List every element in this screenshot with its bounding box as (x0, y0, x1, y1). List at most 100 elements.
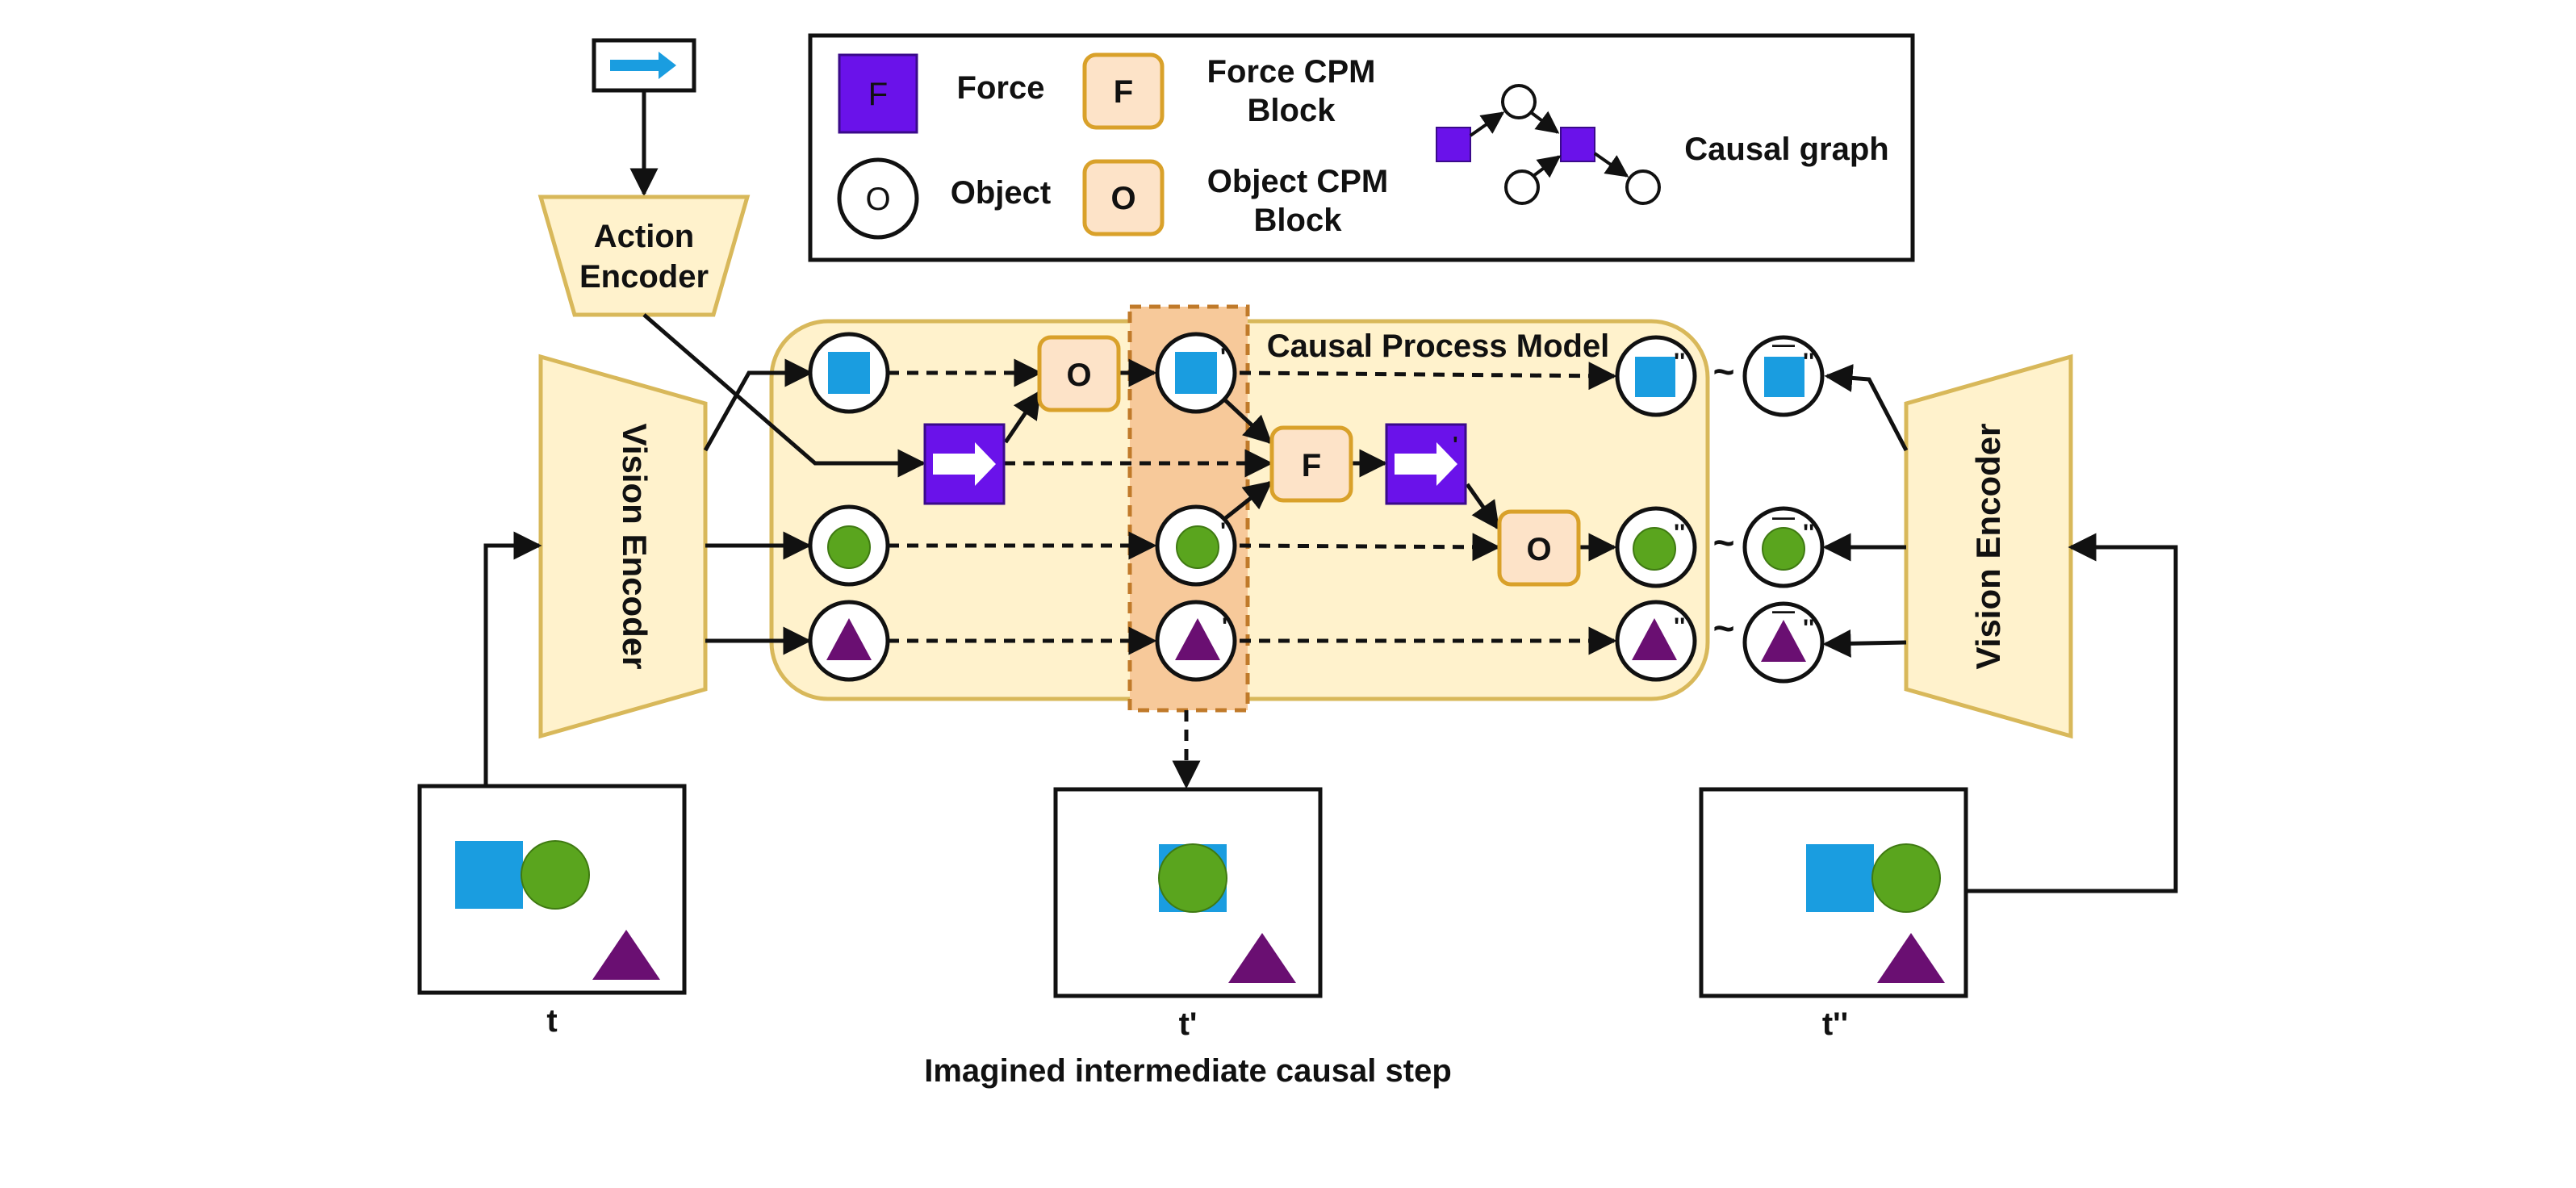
target-circle-dprime-mark: '' (1803, 520, 1814, 546)
graph-force-node-1 (1436, 127, 1471, 162)
vision-encoder-right-label: Vision Encoder (1969, 424, 2007, 670)
blue-square-icon (1635, 357, 1675, 397)
legend-object-cpm-label-1: Object CPM (1207, 164, 1388, 199)
circle-prime-mark: ' (1220, 518, 1226, 545)
frame-tdprime-to-encoder-arrow (1966, 533, 2178, 893)
target-square-dprime-mark: '' (1803, 349, 1814, 375)
graph-object-node-2 (1504, 169, 1540, 205)
force-to-object-cpm-arrow (1003, 390, 1042, 444)
frame-t-to-encoder-arrow (483, 531, 542, 786)
purple-triangle-icon (1632, 618, 1677, 660)
object-cpm-block-1-label: O (1066, 358, 1091, 393)
force-node-t (923, 423, 1006, 505)
frame-tdprime (1699, 787, 1968, 998)
target-square (1742, 335, 1825, 417)
encoder-to-target-triangle-arrow (1822, 629, 1907, 658)
blue-square-icon (1175, 352, 1217, 394)
purple-triangle-icon (826, 618, 872, 660)
green-circle-icon (1762, 527, 1805, 571)
legend-force-cpm-label-1: Force CPM (1207, 54, 1376, 90)
green-circle-icon (521, 840, 590, 910)
slot-square-tdprime (1615, 335, 1697, 417)
legend-causal-graph-label: Causal graph (1684, 132, 1888, 167)
green-circle-icon (827, 525, 871, 569)
square-prime-to-square-dprime-dashed (1239, 362, 1617, 391)
vision-encoder-right (1904, 353, 2073, 739)
force-prime-mark: ' (1453, 432, 1458, 457)
graph-edge (1532, 155, 1562, 178)
target-circle (1742, 506, 1825, 588)
action-encoder-label-1: Action (594, 219, 694, 254)
tilde-triangle: ~ (1713, 607, 1735, 649)
force-cpm-block (1269, 425, 1353, 503)
legend-object-cpm-glyph: O (1110, 181, 1135, 216)
slot-triangle-tdprime (1615, 600, 1697, 682)
green-circle-icon (1158, 843, 1227, 913)
slot-circle-tdprime (1615, 506, 1697, 588)
causal-process-model-label: Causal Process Model (1267, 328, 1610, 364)
legend-force-icon (838, 53, 918, 134)
legend-object-label: Object (951, 175, 1051, 211)
square-prime-mark: ' (1220, 344, 1226, 370)
purple-triangle-icon (1877, 933, 1945, 983)
force-cpm-block-label: F (1302, 448, 1321, 483)
frame-caption: Imagined intermediate causal step (924, 1053, 1452, 1089)
force-node-tprime (1385, 423, 1467, 505)
graph-edge (1593, 152, 1629, 178)
purple-triangle-icon (1175, 618, 1220, 660)
legend-object-cpm-label-2: Block (1254, 203, 1343, 238)
green-circle-icon (1633, 527, 1676, 571)
triangle-dprime-mark: '' (1674, 613, 1685, 640)
dashed-arrows (888, 358, 1617, 789)
slot-square-tprime (1155, 332, 1237, 414)
purple-triangle-icon (592, 930, 660, 980)
force-prime-to-object-cpm-arrow (1465, 483, 1500, 530)
vision-encoder-left-label: Vision Encoder (616, 424, 654, 670)
green-circle-icon (1871, 843, 1941, 913)
slot-triangle-tprime (1155, 600, 1237, 682)
slot-square-t (808, 332, 890, 414)
vision-encoder-left (538, 353, 708, 739)
square-dprime-mark: '' (1674, 349, 1685, 375)
legend-box (808, 33, 1915, 262)
frame-tdprime-label: t'' (1822, 1006, 1848, 1042)
circle-dprime-mark: '' (1674, 520, 1685, 546)
legend-force-glyph: F (868, 77, 888, 112)
legend-force-cpm-icon (1082, 52, 1165, 130)
green-circle-icon (1176, 525, 1219, 569)
object-cpm-block-1 (1037, 335, 1121, 412)
square-prime-to-force-cpm-arrow (1220, 395, 1273, 445)
action-arrow-icon (610, 52, 676, 79)
slot-triangle-t (808, 600, 890, 682)
circle-prime-to-force-cpm-arrow (1222, 480, 1273, 521)
action-encoder-label-2: Encoder (579, 259, 709, 295)
legend-object-cpm-icon (1082, 159, 1165, 236)
legend-object-glyph: O (865, 182, 890, 217)
graph-edge (1469, 111, 1505, 137)
graph-object-node-3 (1625, 169, 1661, 205)
object-cpm-block-2 (1497, 509, 1581, 587)
target-triangle-bar: — (1772, 598, 1795, 623)
force-arrow-icon (1395, 442, 1457, 486)
tilde-square: ~ (1713, 350, 1735, 392)
legend-object-icon (837, 157, 919, 240)
slot-circle-t (808, 504, 890, 587)
frame-t (417, 784, 687, 995)
legend-force-cpm-glyph: F (1114, 74, 1133, 110)
action-to-force-arrow (642, 313, 926, 478)
target-circle-bar: — (1772, 504, 1795, 529)
purple-triangle-icon (1228, 933, 1296, 983)
legend-causal-graph (1436, 84, 1661, 205)
blue-square-icon (1764, 357, 1804, 397)
graph-object-node-1 (1501, 84, 1537, 119)
frame-t-label: t (546, 1003, 557, 1039)
frame-tprime (1053, 787, 1323, 998)
blue-square-icon (455, 841, 523, 909)
legend: F Force O Object F Force CPM Block O Obj… (808, 33, 1915, 262)
encoder-to-target-square-arrow (1824, 363, 1909, 452)
purple-triangle-icon (1761, 620, 1806, 662)
force-arrow-icon (933, 442, 996, 486)
legend-force-label: Force (957, 70, 1045, 106)
circle-prime-to-object-cpm-dashed (1239, 533, 1501, 562)
